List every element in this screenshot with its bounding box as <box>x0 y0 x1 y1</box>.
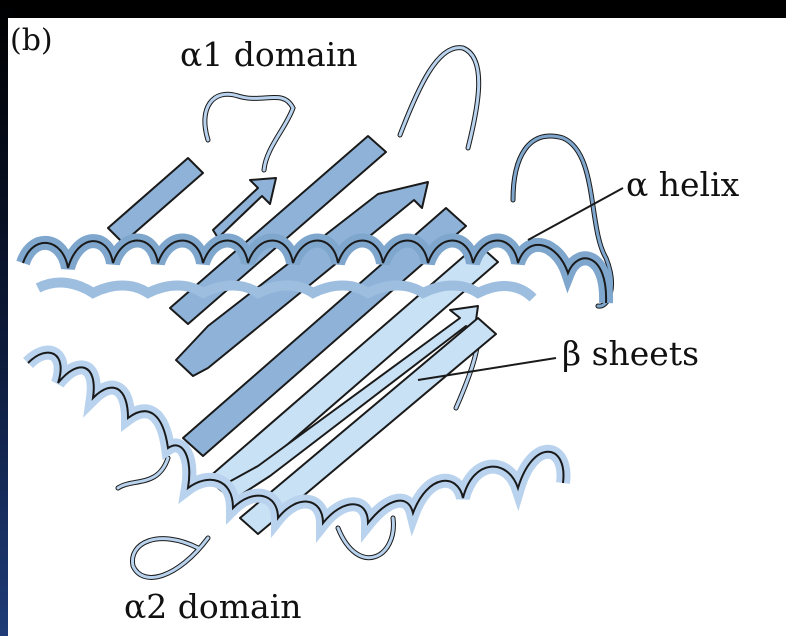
alpha1-domain-label: α1 domain <box>180 38 358 71</box>
alpha-helix-label: α helix <box>626 168 739 201</box>
alpha-helix-leader-line <box>528 188 623 240</box>
alpha2-domain-label: α2 domain <box>124 590 302 623</box>
beta-strands-upper <box>108 136 466 456</box>
panel-label: (b) <box>10 26 53 56</box>
mhc-protein-ribbon-diagram <box>8 18 786 636</box>
figure-panel: (b) α1 domain α helix β sheets α2 domain <box>8 18 786 636</box>
beta-sheets-label: β sheets <box>562 337 699 370</box>
